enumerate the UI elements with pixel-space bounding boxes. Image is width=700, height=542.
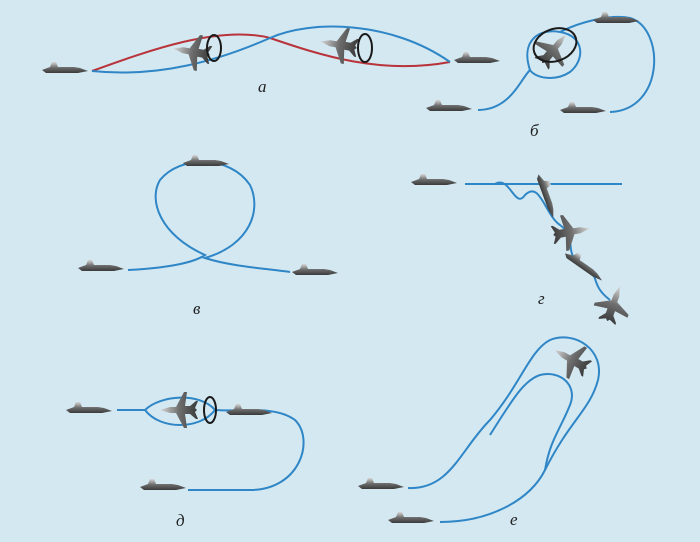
maneuver-v: в bbox=[78, 155, 338, 318]
aircraft-side-icon bbox=[593, 12, 639, 23]
label-a: а bbox=[258, 77, 267, 96]
rotation-arrow-icon bbox=[357, 33, 373, 63]
maneuver-d: д bbox=[66, 392, 305, 530]
maneuver-a: а bbox=[42, 23, 500, 96]
rotation-arrow-icon bbox=[532, 27, 578, 63]
maneuver-e: е bbox=[358, 334, 601, 529]
aircraft-side-icon bbox=[140, 479, 186, 490]
label-e: е bbox=[510, 510, 518, 529]
aircraft-side-icon bbox=[411, 174, 457, 185]
label-d: д bbox=[176, 511, 185, 530]
aircraft-side-icon bbox=[66, 402, 112, 413]
aircraft-side-icon bbox=[183, 155, 229, 166]
label-b: б bbox=[530, 121, 539, 140]
aircraft-side-icon bbox=[454, 52, 500, 63]
aircraft-side-icon bbox=[42, 62, 88, 73]
aircraft-side-icon bbox=[563, 246, 608, 283]
aircraft-side-icon bbox=[358, 478, 404, 489]
aircraft-side-icon bbox=[388, 512, 434, 523]
rotation-arrow-icon bbox=[206, 34, 222, 62]
aircraft-top-icon bbox=[545, 334, 597, 385]
aircraft-side-icon bbox=[560, 102, 606, 113]
maneuver-g: г bbox=[411, 171, 637, 329]
label-v: в bbox=[193, 299, 201, 318]
aircraft-side-icon bbox=[226, 404, 272, 415]
aircraft-side-icon bbox=[78, 260, 124, 271]
maneuver-b: б bbox=[426, 12, 656, 140]
aircraft-top-icon bbox=[589, 280, 637, 329]
label-g: г bbox=[538, 289, 545, 308]
aircraft-side-icon bbox=[292, 264, 338, 275]
aircraft-side-icon bbox=[426, 100, 472, 111]
rotation-arrow-icon bbox=[203, 396, 217, 424]
aircraft-top-icon bbox=[317, 23, 361, 66]
